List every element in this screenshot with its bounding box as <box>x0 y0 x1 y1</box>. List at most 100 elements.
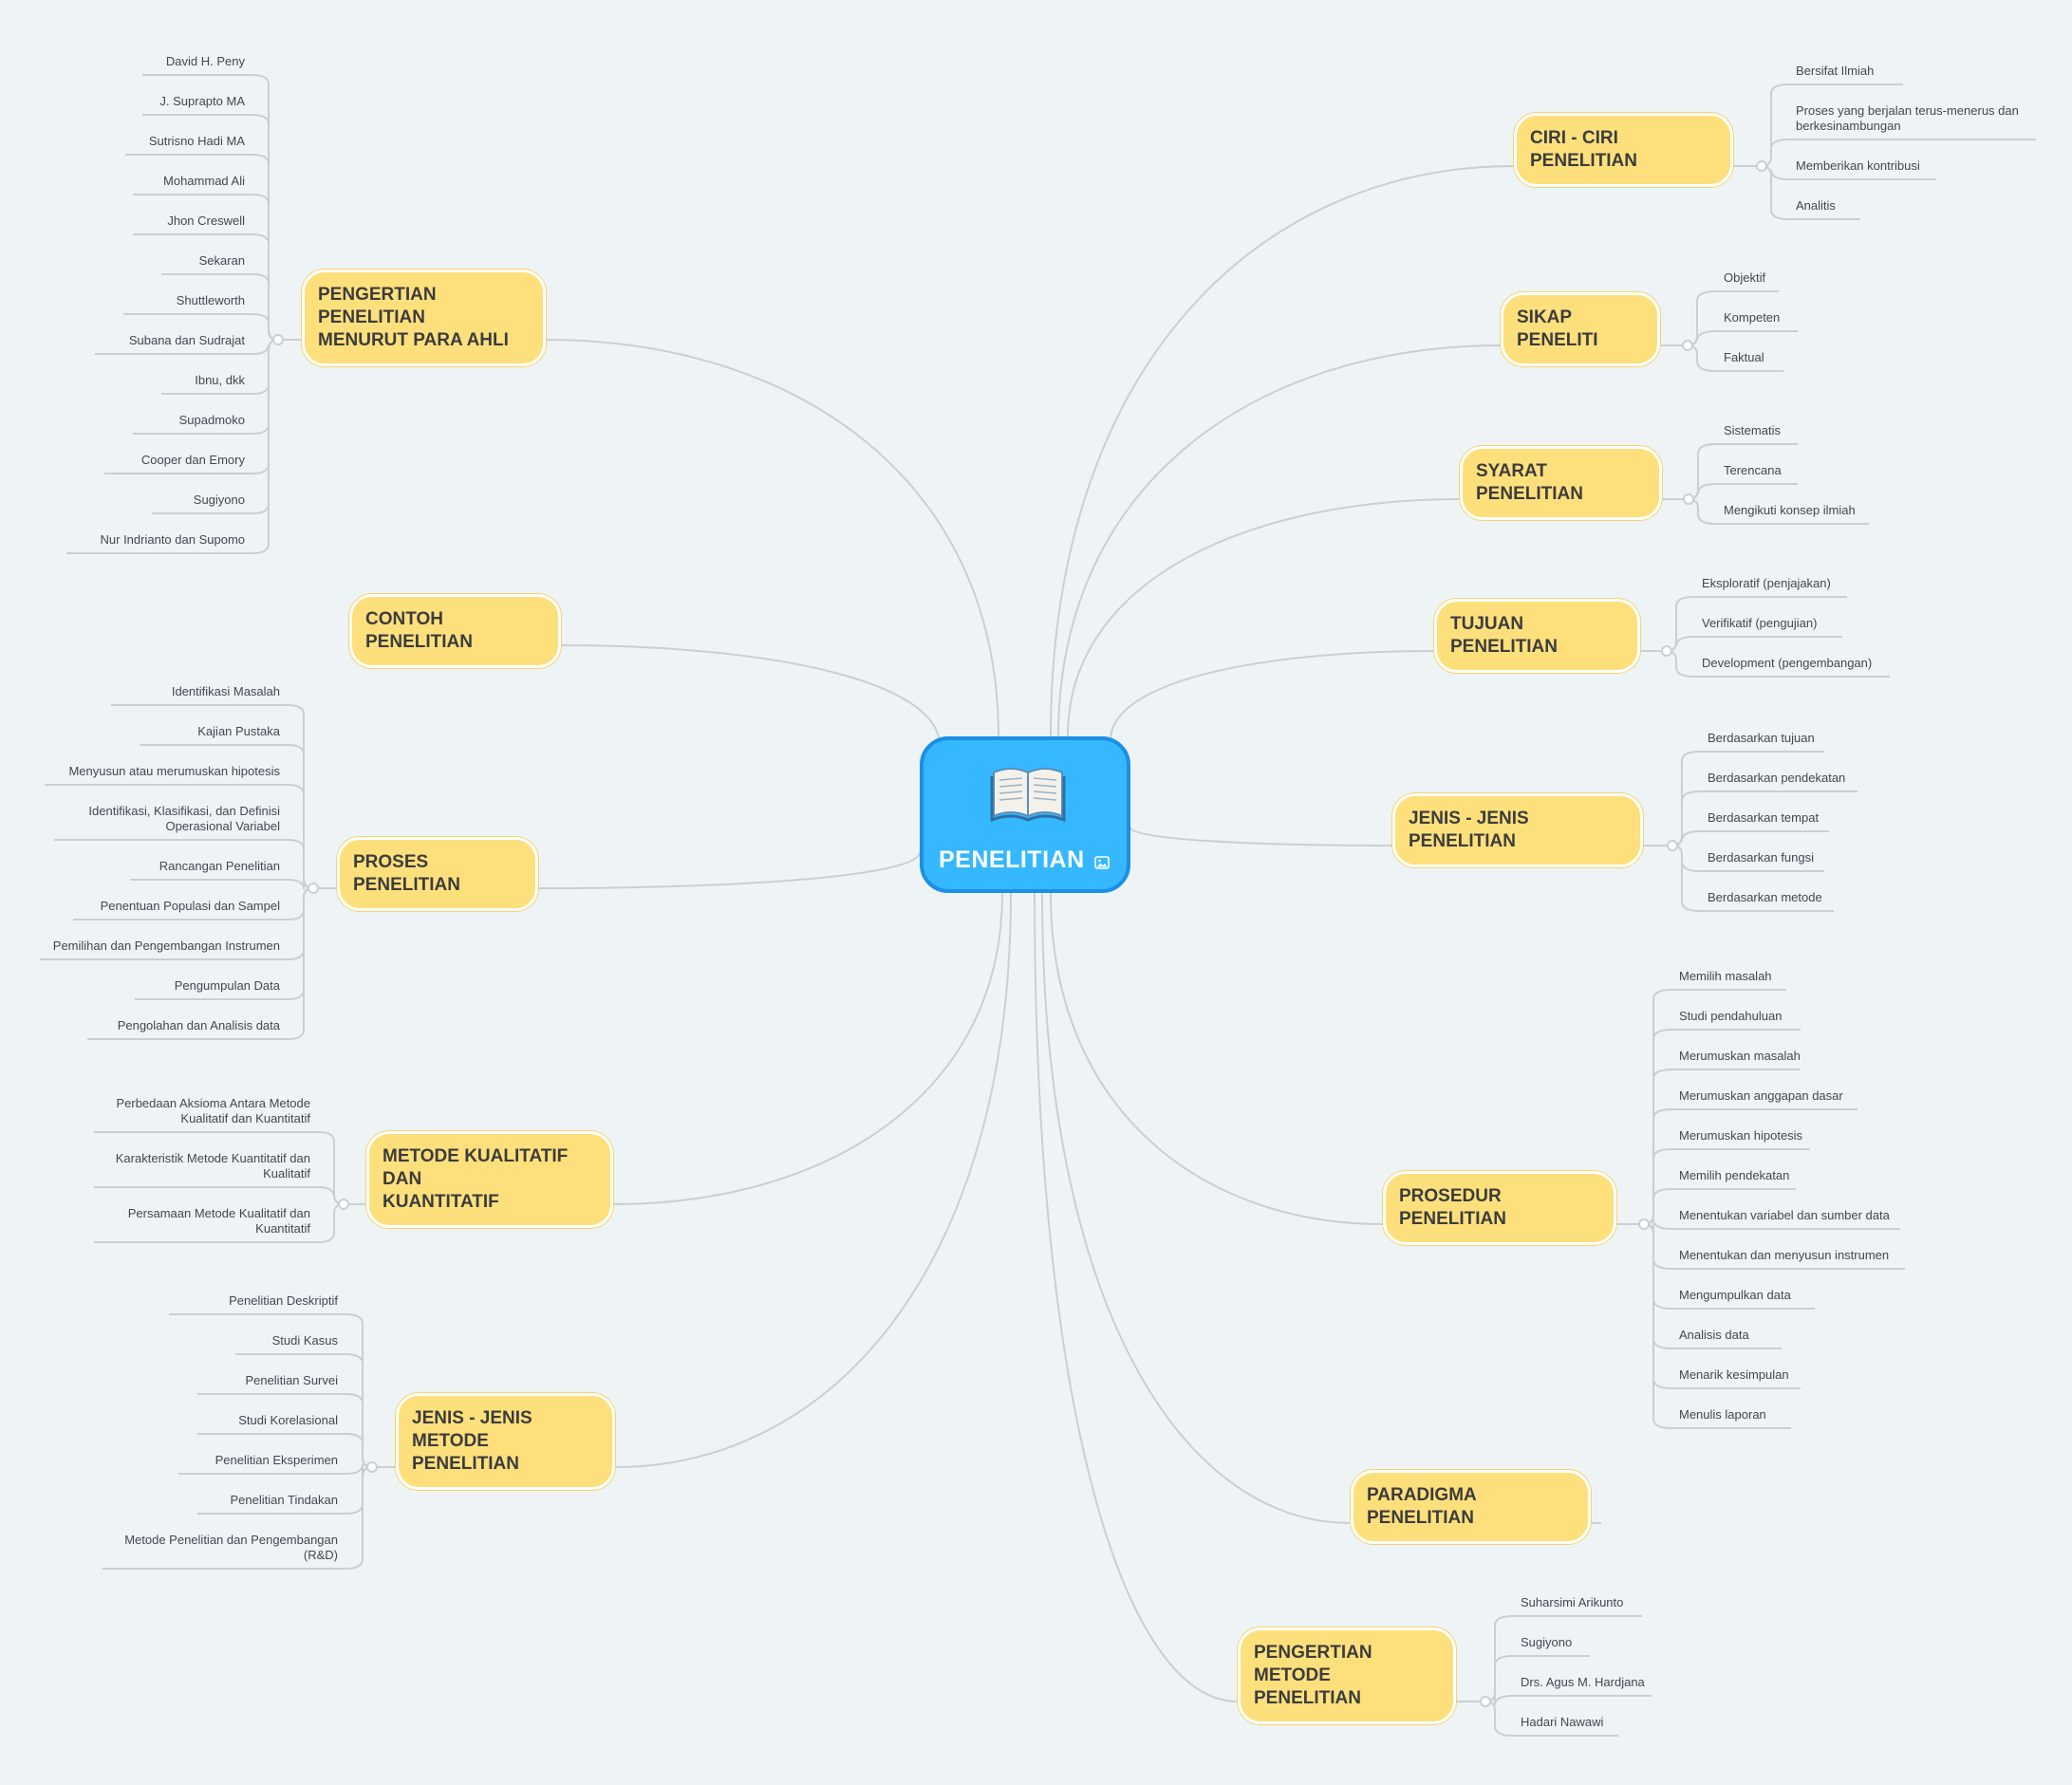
leaf-syarat-penelitian[interactable]: Terencana <box>1724 463 1782 477</box>
leaf-jenis-penelitian[interactable]: Berdasarkan pendekatan <box>1708 771 1846 785</box>
branch-jenis-penelitian[interactable]: JENIS - JENIS PENELITIAN <box>1392 793 1643 867</box>
leaf-proses-penelitian[interactable]: Menyusun atau merumuskan hipotesis <box>68 764 280 778</box>
collapse-toggle-icon[interactable] <box>1682 340 1693 351</box>
collapse-toggle-icon[interactable] <box>1683 493 1694 505</box>
leaf-jenis-metode[interactable]: Metode Penelitian dan Pengembangan (R&D) <box>124 1533 338 1562</box>
leaf-pengertian-penelitian[interactable]: Sugiyono <box>193 493 245 507</box>
leaf-prosedur-penelitian[interactable]: Studi pendahuluan <box>1679 1009 1783 1023</box>
branch-contoh-penelitian[interactable]: CONTOH PENELITIAN <box>349 594 561 668</box>
branch-connector <box>545 339 999 737</box>
leaf-pengertian-penelitian[interactable]: Cooper dan Emory <box>140 453 245 467</box>
leaf-connector <box>1643 1069 1672 1225</box>
leaf-prosedur-penelitian[interactable]: Menarik kesimpulan <box>1679 1367 1789 1382</box>
open-book-icon <box>990 768 1066 822</box>
leaf-prosedur-penelitian[interactable]: Merumuskan masalah <box>1679 1049 1801 1063</box>
collapse-toggle-icon[interactable] <box>1480 1696 1491 1707</box>
branch-jenis-metode[interactable]: JENIS - JENIS METODE PENELITIAN <box>396 1393 615 1490</box>
leaf-proses-penelitian[interactable]: Penentuan Populasi dan Sampel <box>100 899 280 913</box>
leaf-pengertian-penelitian[interactable]: Mohammad Ali <box>163 174 245 188</box>
collapse-toggle-icon[interactable] <box>272 334 284 345</box>
leaf-proses-penelitian[interactable]: Kajian Pustaka <box>197 724 280 738</box>
leaf-pengertian-penelitian[interactable]: David H. Peny <box>165 54 245 68</box>
leaf-pengertian-metode[interactable]: Drs. Agus M. Hardjana <box>1521 1675 1645 1689</box>
leaf-metode-kualitatif[interactable]: Perbedaan Aksioma Antara Metode Kualitat… <box>116 1096 310 1125</box>
leaf-connector <box>287 744 314 889</box>
image-icon[interactable] <box>1094 856 1110 869</box>
leaf-proses-penelitian[interactable]: Pengumpulan Data <box>174 978 280 993</box>
branch-prosedur-penelitian[interactable]: PROSEDUR PENELITIAN <box>1383 1171 1616 1245</box>
leaf-ciri-penelitian[interactable]: Proses yang berjalan terus-menerus dan b… <box>1796 103 2019 133</box>
leaf-sikap-peneliti[interactable]: Faktual <box>1724 350 1764 364</box>
branch-metode-kualitatif[interactable]: METODE KUALITATIF DAN KUANTITATIF <box>366 1131 613 1228</box>
branch-syarat-penelitian[interactable]: SYARAT PENELITIAN <box>1460 446 1662 520</box>
branch-tujuan-penelitian[interactable]: TUJUAN PENELITIAN <box>1434 599 1640 673</box>
leaf-proses-penelitian[interactable]: Pengolahan dan Analisis data <box>117 1018 280 1032</box>
collapse-toggle-icon[interactable] <box>366 1461 378 1473</box>
leaf-ciri-penelitian[interactable]: Bersifat Ilmiah <box>1796 64 1875 78</box>
branch-proses-penelitian[interactable]: PROSES PENELITIAN <box>337 837 538 911</box>
leaf-pengertian-penelitian[interactable]: Sutrisno Hadi MA <box>148 134 245 148</box>
leaf-jenis-metode[interactable]: Studi Korelasional <box>238 1413 338 1427</box>
leaf-syarat-penelitian[interactable]: Mengikuti konsep ilmiah <box>1724 503 1856 517</box>
leaf-sikap-peneliti[interactable]: Objektif <box>1724 270 1766 285</box>
collapse-toggle-icon[interactable] <box>308 883 319 894</box>
leaf-pengertian-penelitian[interactable]: Sekaran <box>198 253 245 268</box>
leaf-jenis-metode[interactable]: Studi Kasus <box>271 1333 338 1348</box>
central-topic[interactable]: PENELITIAN <box>920 736 1130 893</box>
leaf-connector <box>1643 1148 1672 1225</box>
leaf-syarat-penelitian[interactable]: Sistematis <box>1724 423 1781 437</box>
leaf-connector <box>287 887 314 1040</box>
leaf-metode-kualitatif[interactable]: Karakteristik Metode Kuantitatif dan Kua… <box>115 1151 310 1181</box>
leaf-jenis-metode[interactable]: Penelitian Survei <box>245 1373 338 1387</box>
branch-pengertian-penelitian[interactable]: PENGERTIAN PENELITIAN MENURUT PARA AHLI <box>302 270 546 366</box>
leaf-jenis-metode[interactable]: Penelitian Tindakan <box>230 1493 338 1507</box>
branch-pengertian-metode[interactable]: PENGERTIAN METODE PENELITIAN <box>1238 1627 1456 1724</box>
leaf-prosedur-penelitian[interactable]: Memilih pendekatan <box>1679 1168 1790 1182</box>
leaf-connector <box>252 339 279 554</box>
leaf-pengertian-metode[interactable]: Suharsimi Arikunto <box>1521 1595 1624 1609</box>
leaf-pengertian-penelitian[interactable]: J. Suprapto MA <box>159 94 245 108</box>
leaf-jenis-penelitian[interactable]: Berdasarkan tempat <box>1708 810 1820 825</box>
leaf-jenis-penelitian[interactable]: Berdasarkan metode <box>1708 890 1822 904</box>
leaf-tujuan-penelitian[interactable]: Development (pengembangan) <box>1702 656 1873 670</box>
branch-sikap-peneliti[interactable]: SIKAP PENELITI <box>1501 292 1660 366</box>
leaf-prosedur-penelitian[interactable]: Merumuskan hipotesis <box>1679 1128 1803 1143</box>
leaf-connector <box>287 887 314 960</box>
leaf-prosedur-penelitian[interactable]: Menulis laporan <box>1679 1407 1766 1422</box>
leaf-pengertian-metode[interactable]: Hadari Nawawi <box>1521 1715 1604 1729</box>
leaf-pengertian-penelitian[interactable]: Shuttleworth <box>176 293 245 307</box>
leaf-proses-penelitian[interactable]: Pemilihan dan Pengembangan Instrumen <box>52 939 280 953</box>
leaf-proses-penelitian[interactable]: Identifikasi, Klasifikasi, dan Definisi … <box>88 804 280 833</box>
leaf-tujuan-penelitian[interactable]: Verifikatif (pengujian) <box>1702 616 1818 630</box>
leaf-jenis-penelitian[interactable]: Berdasarkan fungsi <box>1708 850 1815 865</box>
collapse-toggle-icon[interactable] <box>338 1199 349 1210</box>
collapse-toggle-icon[interactable] <box>1667 840 1678 851</box>
leaf-pengertian-penelitian[interactable]: Supadmoko <box>178 413 245 427</box>
collapse-toggle-icon[interactable] <box>1638 1218 1650 1230</box>
leaf-pengertian-penelitian[interactable]: Nur Indrianto dan Supomo <box>100 532 245 547</box>
leaf-proses-penelitian[interactable]: Identifikasi Masalah <box>171 684 280 698</box>
leaf-prosedur-penelitian[interactable]: Memilih masalah <box>1679 969 1772 983</box>
collapse-toggle-icon[interactable] <box>1661 645 1672 657</box>
leaf-pengertian-penelitian[interactable]: Subana dan Sudrajat <box>128 333 245 347</box>
leaf-pengertian-penelitian[interactable]: Jhon Creswell <box>167 214 245 228</box>
leaf-jenis-metode[interactable]: Penelitian Deskriptif <box>229 1293 338 1308</box>
leaf-prosedur-penelitian[interactable]: Analisis data <box>1679 1328 1749 1342</box>
leaf-ciri-penelitian[interactable]: Analitis <box>1796 198 1836 213</box>
leaf-ciri-penelitian[interactable]: Memberikan kontribusi <box>1796 158 1920 173</box>
leaf-prosedur-penelitian[interactable]: Mengumpulkan data <box>1679 1288 1791 1302</box>
leaf-sikap-peneliti[interactable]: Kompeten <box>1724 310 1781 325</box>
leaf-prosedur-penelitian[interactable]: Merumuskan anggapan dasar <box>1679 1088 1843 1103</box>
leaf-pengertian-penelitian[interactable]: Ibnu, dkk <box>195 373 245 387</box>
leaf-prosedur-penelitian[interactable]: Menentukan dan menyusun instrumen <box>1679 1248 1890 1262</box>
branch-ciri-penelitian[interactable]: CIRI - CIRI PENELITIAN <box>1514 113 1733 187</box>
leaf-metode-kualitatif[interactable]: Persamaan Metode Kualitatif dan Kuantita… <box>127 1206 310 1236</box>
branch-paradigma-penelitian[interactable]: PARADIGMA PENELITIAN <box>1351 1470 1591 1544</box>
leaf-pengertian-metode[interactable]: Sugiyono <box>1521 1635 1573 1649</box>
leaf-proses-penelitian[interactable]: Rancangan Penelitian <box>159 859 280 873</box>
leaf-jenis-penelitian[interactable]: Berdasarkan tujuan <box>1708 731 1815 745</box>
leaf-jenis-metode[interactable]: Penelitian Eksperimen <box>215 1453 338 1467</box>
leaf-prosedur-penelitian[interactable]: Menentukan variabel dan sumber data <box>1679 1208 1890 1222</box>
collapse-toggle-icon[interactable] <box>1756 160 1767 172</box>
leaf-tujuan-penelitian[interactable]: Eksploratif (penjajakan) <box>1702 576 1831 590</box>
